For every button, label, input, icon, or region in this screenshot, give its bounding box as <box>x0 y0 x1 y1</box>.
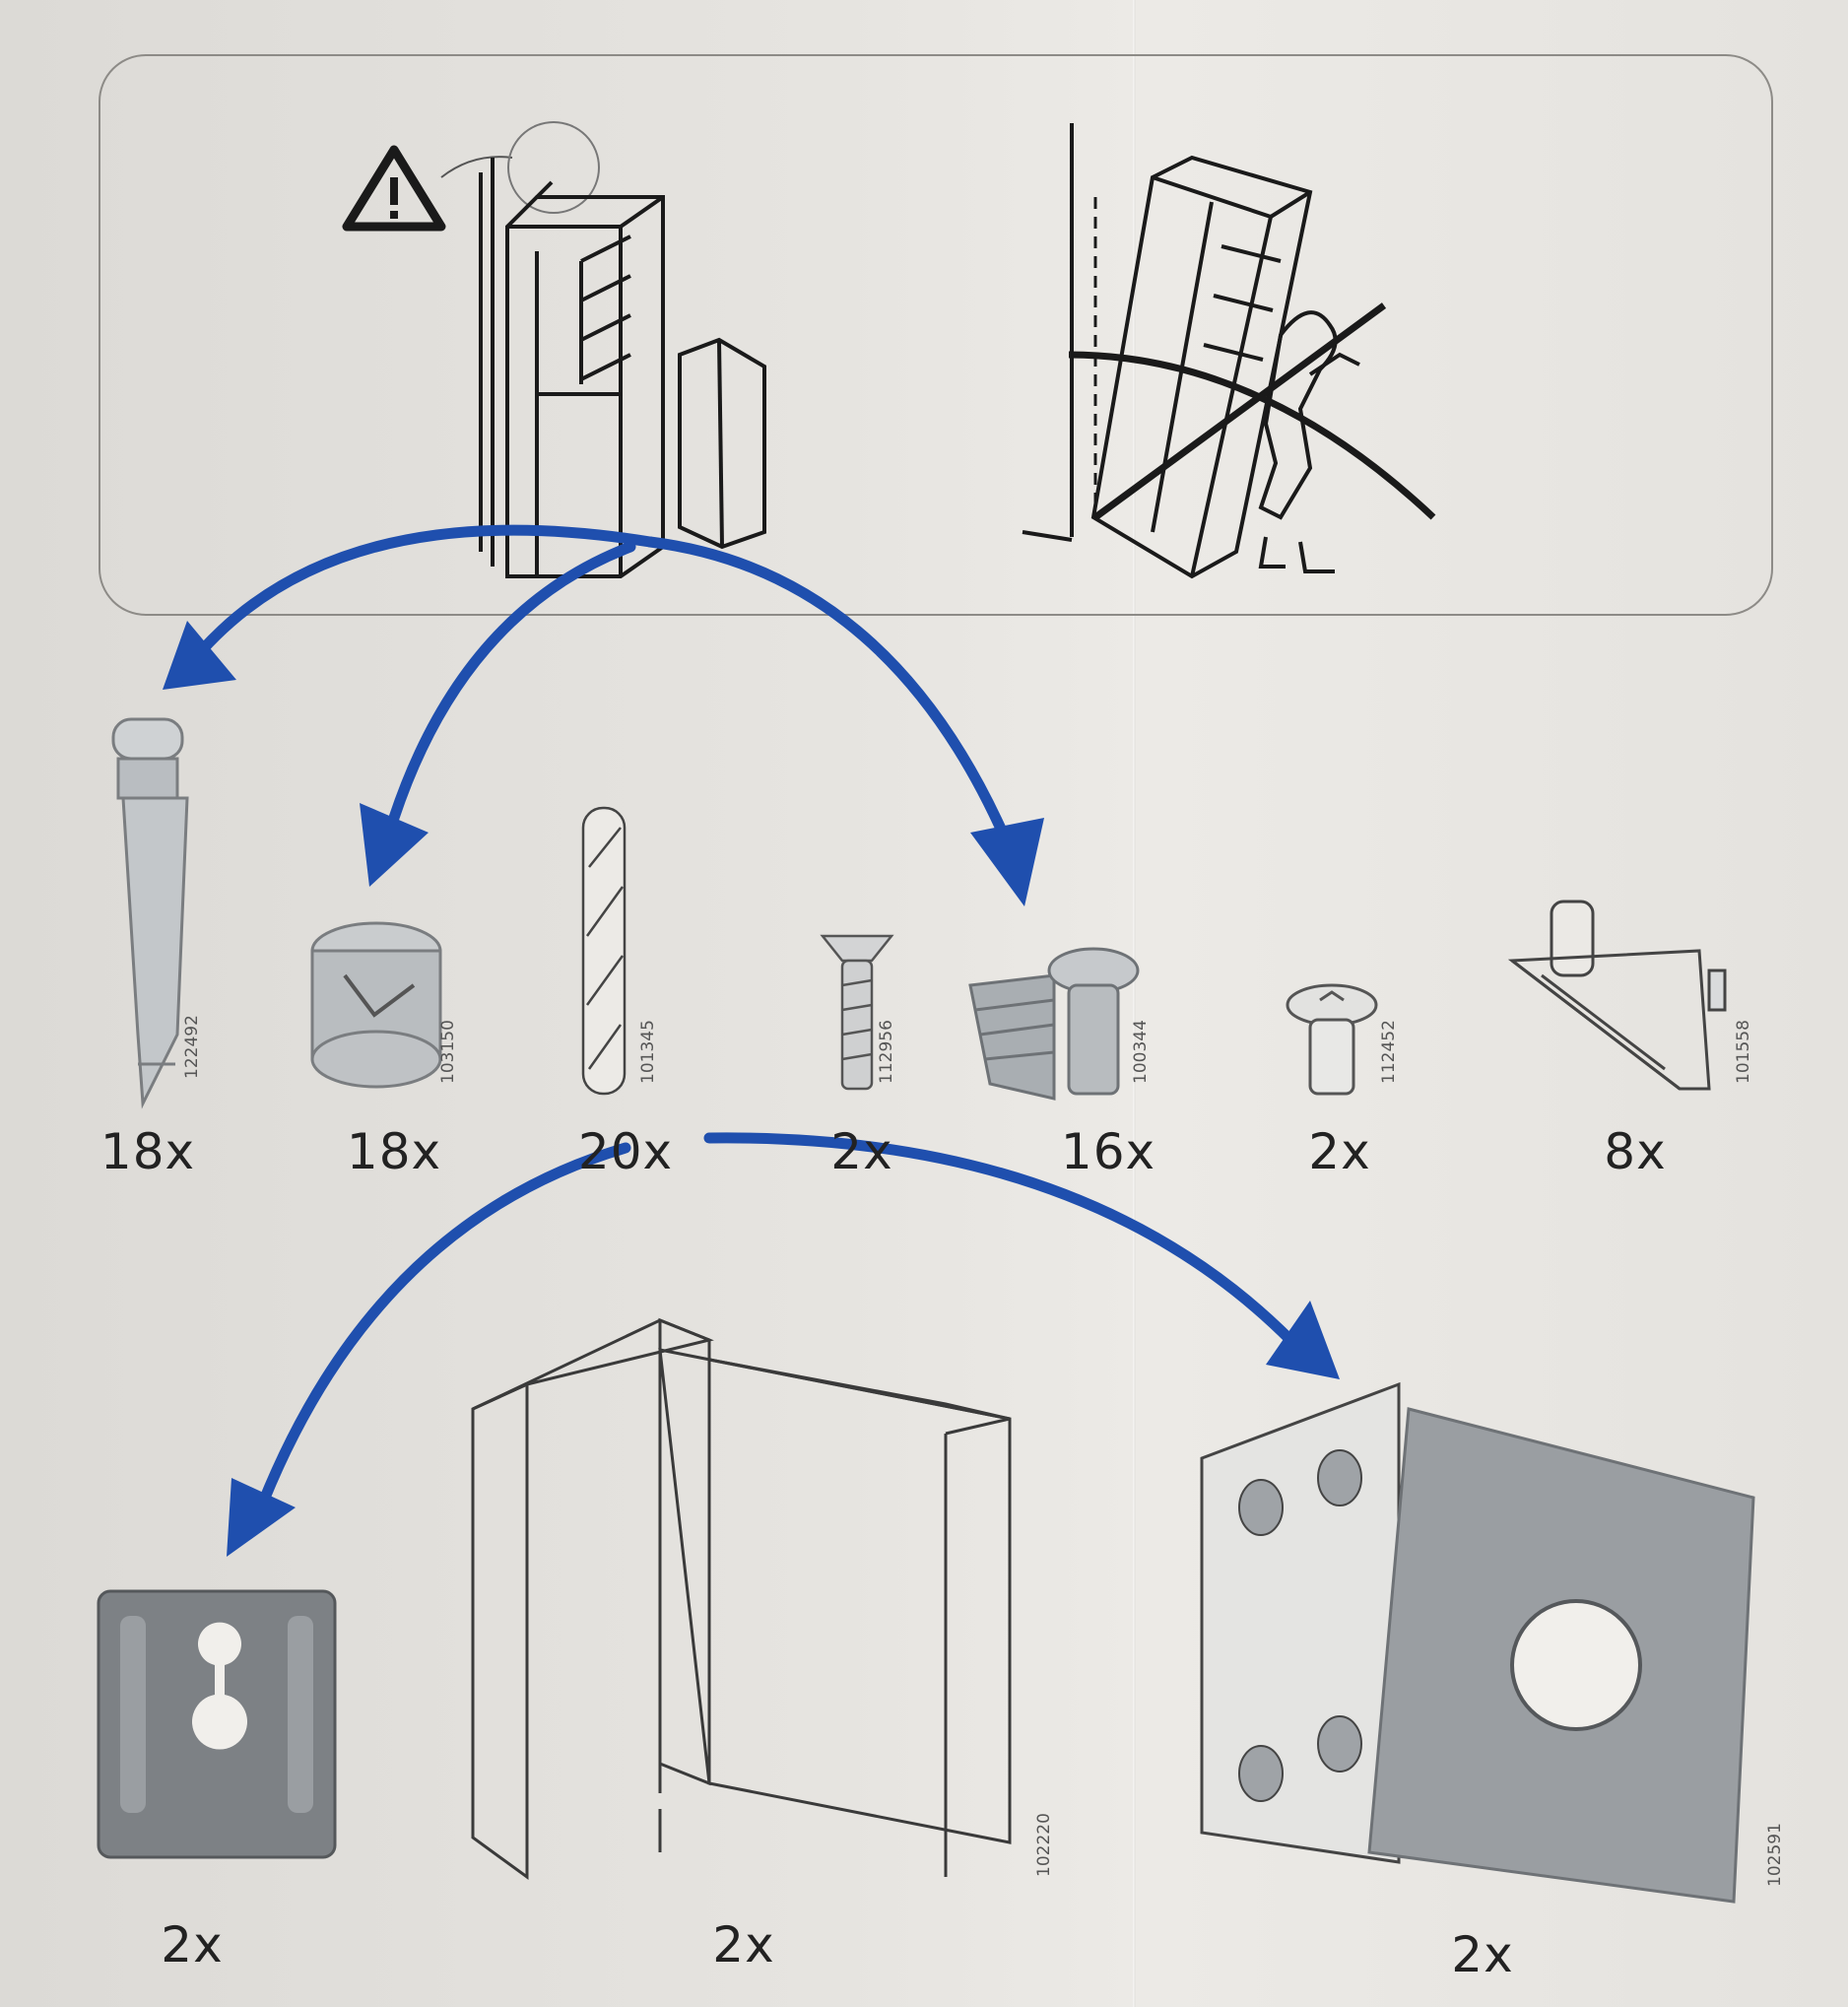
threaded-insert-screw-code: 100344 <box>1131 1020 1151 1084</box>
warning-triangle-icon <box>342 145 513 232</box>
wall-plate-illustration <box>97 1589 337 1859</box>
pan-head-screw-illustration <box>1286 983 1378 1096</box>
threaded-insert-screw-quantity: 16x <box>1060 1123 1156 1180</box>
bookcase-tipping-illustration <box>1022 123 1436 579</box>
cam-bolt-code: 122492 <box>182 1015 202 1079</box>
cam-lock-nut-illustration <box>310 921 442 1089</box>
shelf-support-quantity: 8x <box>1604 1123 1667 1180</box>
warning-panel <box>99 54 1773 616</box>
corner-panel-quantity: 2x <box>712 1916 775 1974</box>
pan-head-screw-code: 112452 <box>1379 1020 1399 1084</box>
cam-lock-nut-code: 103150 <box>438 1020 458 1084</box>
cam-bolt-quantity: 18x <box>99 1123 196 1180</box>
wood-dowel-quantity: 20x <box>577 1123 674 1180</box>
angle-bracket-illustration <box>1200 1381 1755 1904</box>
paper-fold <box>1133 0 1136 2007</box>
angle-bracket-quantity: 2x <box>1451 1926 1514 1983</box>
blue-arrowheads <box>163 621 1340 1557</box>
angle-bracket-code: 102591 <box>1765 1823 1785 1887</box>
blue-arrows <box>196 524 1296 1513</box>
corner-panel-code: 102220 <box>1034 1813 1054 1877</box>
wood-dowel-illustration <box>581 806 627 1096</box>
countersunk-screw-code: 112956 <box>877 1020 896 1084</box>
shelf-support-code: 101558 <box>1734 1020 1753 1084</box>
shelf-support-illustration <box>1507 900 1727 1091</box>
corner-panel-illustration <box>471 1317 1012 1880</box>
wood-dowel-code: 101345 <box>638 1020 658 1084</box>
countersunk-screw-quantity: 2x <box>830 1123 893 1180</box>
wall-plate-quantity: 2x <box>161 1916 224 1974</box>
pan-head-screw-quantity: 2x <box>1308 1123 1371 1180</box>
cam-lock-nut-quantity: 18x <box>346 1123 442 1180</box>
countersunk-screw-illustration <box>820 934 894 1091</box>
bookcase-correct-illustration <box>479 121 766 578</box>
threaded-insert-screw-illustration <box>968 947 1140 1101</box>
cam-bolt-illustration <box>111 717 189 1109</box>
